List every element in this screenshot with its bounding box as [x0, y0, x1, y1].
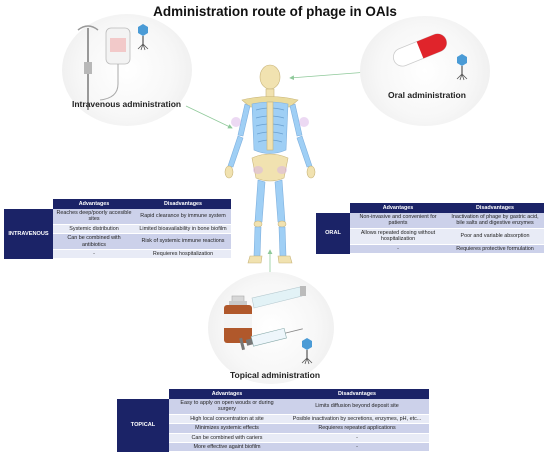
arrow-intravenous [185, 105, 233, 129]
advantages-header: Advantages [169, 389, 285, 399]
topical-table: Advantages Disadvantages TOPICAL Easy to… [117, 389, 429, 453]
disadvantage-cell: Requieres protective formulation [446, 244, 544, 255]
arrow-oral [289, 71, 369, 81]
advantage-cell: Systemic distribution [53, 224, 135, 235]
diagram-title: Administration route of phage in OAIs [153, 4, 397, 19]
disadvantage-cell: Requieres repeated applications [285, 423, 429, 434]
disadvantage-cell: Requieres hospitalization [135, 249, 231, 260]
advantage-cell: High local concentration at site [169, 414, 285, 425]
advantage-cell: Can be combined with antibiotics [53, 233, 135, 251]
disadvantages-header: Disadvantages [135, 199, 231, 209]
disadvantages-header: Disadvantages [446, 203, 544, 213]
disadvantage-cell: Rapid clearance by immune system [135, 209, 231, 225]
disadvantage-cell: Poor and variable absorption [446, 228, 544, 245]
advantage-cell: - [350, 244, 446, 255]
advantage-cell: Can be combined with cariers [169, 433, 285, 444]
route-label-topical: TOPICAL [117, 399, 169, 452]
oral-label: Oral administration [388, 90, 466, 100]
disadvantage-cell: - [285, 433, 429, 444]
oral-circle [360, 16, 490, 126]
intravenous-label: Intravenous administration [72, 99, 182, 109]
disadvantage-cell: - [285, 442, 429, 453]
topical-label: Topical administration [230, 370, 321, 380]
advantage-cell: More effective againt biofilm [169, 442, 285, 453]
route-label-intravenous: INTRAVENOUS [4, 209, 53, 259]
disadvantages-header: Disadvantages [285, 389, 429, 399]
oral-table: Advantages Disadvantages ORAL Non-invasi… [316, 203, 544, 255]
disadvantage-cell: Risk of systemic immune reactions [135, 233, 231, 251]
route-label-oral: ORAL [316, 213, 350, 254]
disadvantage-cell: Posible inactivation by secretions, enzy… [285, 414, 429, 425]
advantage-cell: Reaches deep/poorly accesible sites [53, 209, 135, 225]
disadvantage-cell: Inactivation of phage by gastric acid, b… [446, 213, 544, 229]
advantages-header: Advantages [53, 199, 135, 209]
advantage-cell: Minimizes systemic effects [169, 423, 285, 434]
intravenous-table: Advantages Disadvantages INTRAVENOUS Rea… [4, 199, 231, 260]
disadvantage-cell: Limited bioavailability in bone biofilm [135, 224, 231, 235]
advantage-cell: Non-invasive and convenient for patients [350, 213, 446, 229]
advantage-cell: - [53, 249, 135, 260]
advantage-cell: Allows repeated dosing without hospitali… [350, 228, 446, 245]
advantages-header: Advantages [350, 203, 446, 213]
advantage-cell: Easy to apply on open wouds or during su… [169, 399, 285, 415]
disadvantage-cell: Limits diffusion beyond deposit site [285, 399, 429, 415]
